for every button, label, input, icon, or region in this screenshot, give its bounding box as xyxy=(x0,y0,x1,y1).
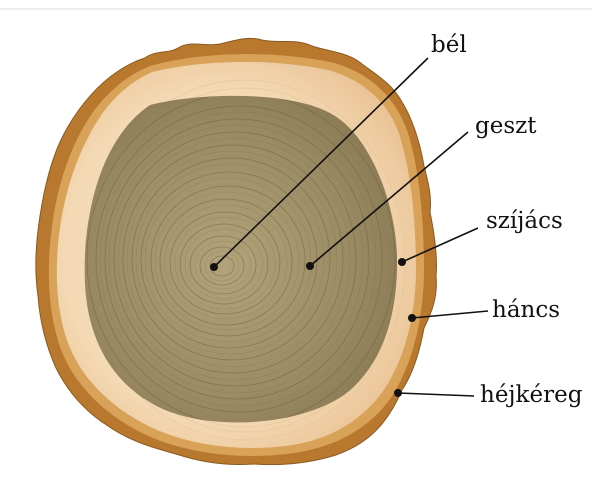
marker-dot-pith xyxy=(210,263,218,271)
marker-dot-heartwood xyxy=(306,262,314,270)
label-inner-bark: háncs xyxy=(492,297,560,323)
label-heartwood: geszt xyxy=(475,113,537,139)
label-sapwood: szíjács xyxy=(486,208,563,234)
marker-dot-outer-bark xyxy=(394,389,402,397)
leader-line-outer-bark xyxy=(398,393,474,396)
marker-dot-inner-bark xyxy=(408,314,416,322)
label-pith: bél xyxy=(431,32,467,58)
marker-dot-sapwood xyxy=(398,258,406,266)
label-outer-bark: héjkéreg xyxy=(480,382,583,408)
